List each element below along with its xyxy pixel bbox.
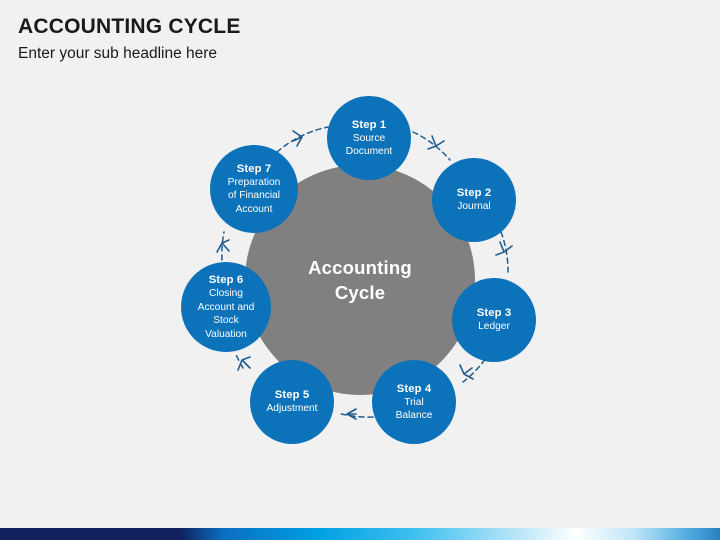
step-2-desc-line1: Journal: [457, 201, 491, 213]
arrowhead-step2-to-step3: [495, 241, 513, 256]
step-6-desc-line3: Stock: [213, 315, 239, 326]
step-6-desc-line4: Valuation: [205, 328, 247, 340]
step-7-desc-line1: Preparation: [227, 176, 281, 188]
step-7-desc-line3: Account: [235, 203, 273, 215]
step-circle-2[interactable]: Step 2 Journal: [432, 158, 516, 242]
step-5-desc-line1: Adjustment: [266, 403, 318, 415]
arrowhead-step6-to-step7: [216, 239, 230, 253]
arrowhead-step3-to-step4: [459, 364, 474, 380]
footer-gradient-bar: [0, 528, 720, 540]
arrowhead-step4-to-step5: [346, 408, 357, 420]
accounting-cycle-diagram: Accounting Cycle Step 1 Source Document …: [160, 80, 560, 480]
slide-header: ACCOUNTING CYCLE Enter your sub headline…: [18, 14, 618, 65]
step-6-desc-line2: Account and: [197, 301, 255, 313]
step-circle-7[interactable]: Step 7 Preparation of Financial Account: [210, 145, 298, 233]
arrow-step7-to-step1: [276, 126, 329, 153]
step-4-desc-line2: Balance: [395, 410, 433, 421]
page-title: ACCOUNTING CYCLE: [18, 15, 241, 38]
cycle-hub-label-line1: Accounting: [308, 257, 412, 278]
arrow-step1-to-step2: [412, 131, 451, 161]
step-7-title: Step 7: [236, 162, 272, 175]
cycle-arrows-group: [216, 126, 513, 420]
step-1-title: Step 1: [351, 118, 387, 131]
step-1-desc-line1: Source: [352, 132, 386, 144]
arrow-step6-to-step7: [221, 231, 225, 261]
step-6-desc-line1: Closing: [209, 288, 243, 299]
arrow-step5-to-step6: [234, 351, 244, 369]
arrowhead-step7-to-step1: [292, 130, 303, 147]
step-4-desc-line1: Trial: [404, 396, 424, 408]
step-5-title: Step 5: [274, 389, 310, 402]
step-4-title: Step 4: [396, 382, 432, 395]
step-7-desc-line2: of Financial: [227, 190, 281, 202]
step-circle-4[interactable]: Step 4 Trial Balance: [372, 360, 456, 444]
step-1-desc-line2: Document: [345, 146, 393, 157]
arrowhead-step5-to-step6: [237, 356, 251, 371]
arrow-step4-to-step5: [337, 412, 374, 418]
step-circle-5[interactable]: Step 5 Adjustment: [250, 360, 334, 444]
arrow-step2-to-step3: [500, 231, 509, 273]
step-circle-3[interactable]: Step 3 Ledger: [452, 278, 536, 362]
page-subtitle: Enter your sub headline here: [18, 45, 218, 62]
arrowhead-step1-to-step2: [427, 135, 445, 150]
step-6-title: Step 6: [208, 274, 244, 286]
step-3-desc-line1: Ledger: [478, 321, 510, 333]
step-3-title: Step 3: [476, 307, 512, 320]
cycle-hub-label-line2: Cycle: [334, 282, 386, 303]
step-circle-1[interactable]: Step 1 Source Document: [327, 96, 411, 180]
step-2-title: Step 2: [456, 187, 492, 200]
step-circle-6[interactable]: Step 6 Closing Account and Stock Valuati…: [181, 262, 271, 352]
cycle-hub-label: Accounting Cycle: [308, 255, 412, 305]
